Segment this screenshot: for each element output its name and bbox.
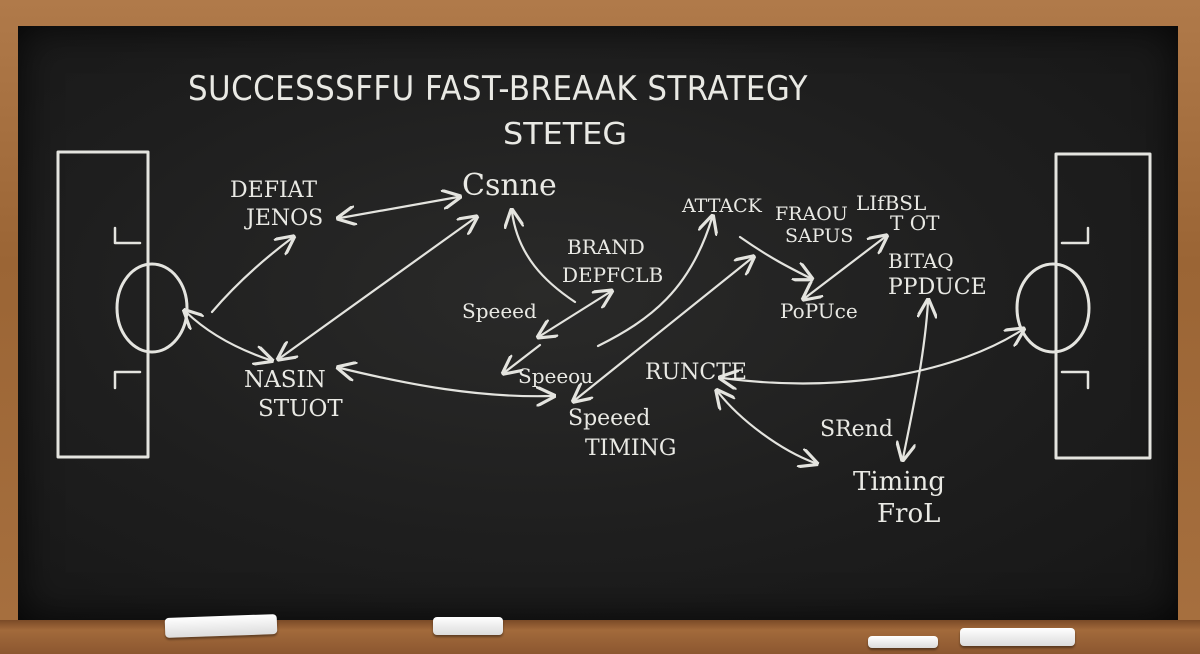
chalk-stick	[868, 636, 938, 648]
label-speeed: Speeed	[462, 299, 537, 323]
label-runcte: RUNCTE	[645, 360, 747, 385]
label-t-ot: T OT	[890, 211, 940, 235]
left-court-end	[56, 150, 189, 459]
label-frol: FroL	[877, 499, 940, 529]
label-speeed-2: Speeed	[568, 406, 650, 431]
label-timing: Timing	[853, 467, 945, 497]
label-srend: SRend	[820, 417, 893, 442]
right-court-end	[1015, 152, 1152, 460]
label-brand: BRAND	[567, 235, 645, 259]
label-nasin: NASIN	[244, 367, 326, 393]
label-depfclb: DEPFCLB	[562, 263, 663, 287]
label-bitaq: BITAQ	[888, 249, 954, 273]
label-speeou: Speeou	[518, 364, 593, 388]
label-timing-caps: TIMING	[585, 436, 676, 461]
label-sapus: SAPUS	[785, 225, 853, 247]
label-stuot: STUOT	[258, 396, 343, 422]
label-defiat: DEFIAT	[230, 178, 317, 203]
board-subtitle: STETEG	[503, 117, 627, 152]
play-arrows	[186, 197, 1022, 463]
label-lifbsl: LIfBSL	[856, 191, 926, 215]
label-popuce: PoPUce	[780, 299, 858, 323]
label-attack: ATTACK	[681, 195, 763, 217]
label-jenos: JENOS	[244, 206, 323, 231]
chalk-stick	[960, 628, 1075, 646]
label-fraou: FRAOU	[775, 203, 848, 225]
label-csnne: Csnne	[462, 168, 557, 203]
label-ppduce: PPDUCE	[888, 275, 987, 300]
board-title: SUCCESSSFFU FAST-BREAAK STRATEGY	[188, 69, 808, 109]
chalk-stick	[433, 617, 503, 635]
